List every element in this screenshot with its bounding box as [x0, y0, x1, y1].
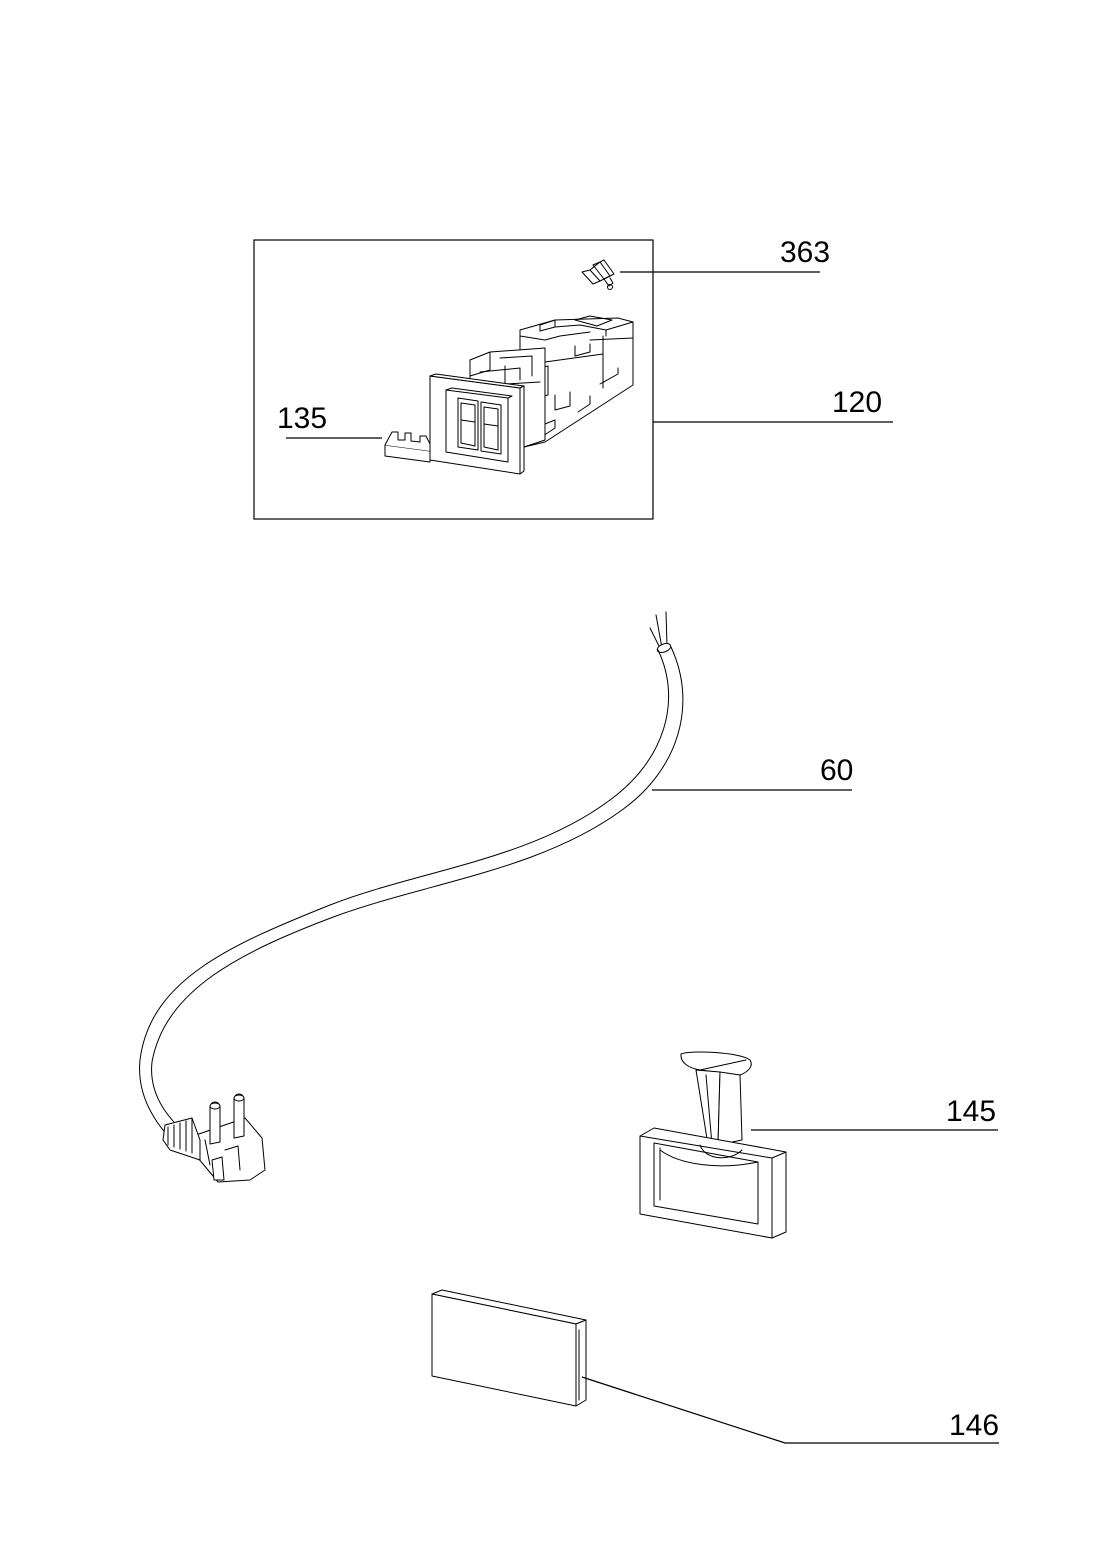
callout-145: 145: [946, 1095, 996, 1128]
callout-135: 135: [277, 402, 327, 435]
switch-bracket-part: [384, 431, 431, 463]
cover-plate-part: [431, 1289, 587, 1407]
holder-part: [639, 1051, 787, 1239]
switch-assembly-frame: [253, 239, 654, 520]
callout-60: 60: [820, 754, 853, 787]
callout-120: 120: [832, 386, 882, 419]
callout-146: 146: [949, 1409, 999, 1442]
clip-part: [581, 259, 615, 290]
callout-363: 363: [780, 236, 830, 269]
power-cord-part: [139, 611, 684, 1183]
switch-assembly-part: [429, 315, 634, 475]
